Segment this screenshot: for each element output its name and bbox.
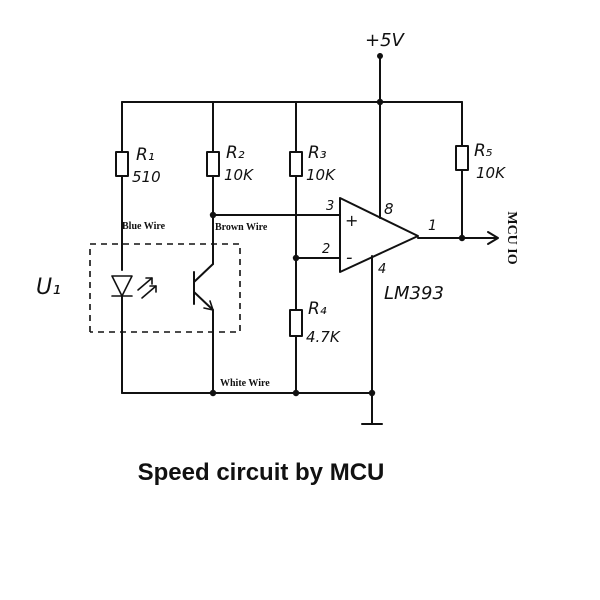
supply-label: +5V [365, 30, 406, 51]
transistor-collector [193, 263, 214, 283]
pin-1-label: 1 [428, 218, 437, 234]
light-ray-2 [141, 285, 157, 299]
pin-4-label: 4 [378, 262, 386, 277]
transistor-emitter [193, 291, 214, 311]
r3-value: 10K [306, 166, 336, 184]
optocoupler-label: U₁ [36, 275, 61, 300]
r4-value: 4.7K [306, 328, 341, 346]
diagram-caption: Speed circuit by MCU [138, 459, 385, 486]
r1-value: 510 [132, 168, 161, 186]
output-arrow [487, 231, 499, 245]
r5-value: 10K [476, 164, 506, 182]
pin-3-label: 3 [326, 199, 334, 214]
comparator-plus: + [345, 211, 358, 230]
r1-resistor [115, 151, 129, 177]
r2-label: R₂ [226, 143, 245, 163]
output-node [458, 234, 466, 242]
mcu-io-label: MCU IO [504, 211, 519, 264]
white-wire-label: White Wire [220, 378, 270, 389]
r5-label: R₅ [474, 141, 493, 161]
light-ray-2-head [149, 285, 157, 293]
r2-resistor [206, 151, 220, 177]
r4-resistor [289, 309, 303, 337]
optocoupler-box [89, 243, 241, 333]
vcc-node [376, 98, 384, 106]
white-node [209, 389, 217, 397]
led-symbol [111, 275, 133, 297]
ground-node [368, 389, 376, 397]
r4-label: R₄ [308, 299, 327, 319]
pin-8-label: 8 [384, 200, 394, 218]
brown-wire-label: Brown Wire [215, 222, 268, 233]
r2-value: 10K [224, 166, 254, 184]
blue-wire-label: Blue Wire [122, 221, 166, 232]
brown-node [209, 211, 217, 219]
r4-ground-node [292, 389, 300, 397]
r3-label: R₃ [308, 143, 327, 163]
supply-terminal [377, 53, 383, 59]
r5-resistor [455, 145, 469, 171]
r1-label: R₁ [136, 145, 155, 165]
light-ray-1-head [145, 277, 153, 285]
light-ray-1 [137, 277, 153, 291]
pin-2-label: 2 [322, 242, 330, 257]
r3-resistor [289, 151, 303, 177]
comparator-name: LM393 [384, 283, 444, 304]
comparator-minus: - [346, 247, 353, 268]
divider-node [292, 254, 300, 262]
